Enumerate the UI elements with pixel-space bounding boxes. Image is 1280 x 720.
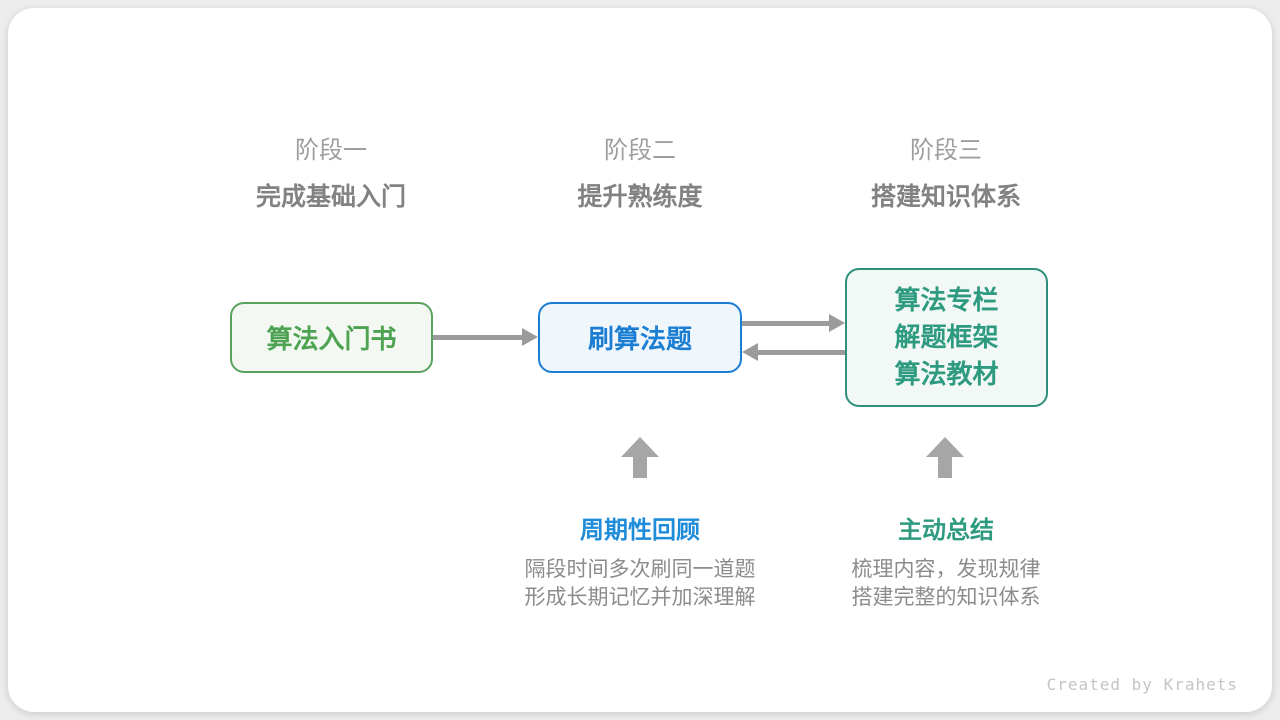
stage-3-subtitle: 搭建知识体系 bbox=[870, 183, 1022, 211]
desc-line: 搭建完整的知识体系 bbox=[851, 586, 1041, 609]
callout-periodic-review-title: 周期性回顾 bbox=[580, 517, 700, 544]
desc-line: 梳理内容，发现规律 bbox=[851, 558, 1041, 581]
node-practice-problems: 刷算法题 bbox=[538, 302, 742, 373]
resource-line-2: 解题框架 bbox=[894, 322, 999, 352]
stage-1-subtitle: 完成基础入门 bbox=[255, 183, 407, 211]
resource-line-1: 算法专栏 bbox=[894, 285, 999, 315]
node-practice-problems-title: 刷算法题 bbox=[587, 324, 692, 354]
callout-periodic-review-desc: 隔段时间多次刷同一道题 形成长期记忆并加深理解 bbox=[525, 556, 756, 612]
node-intro-book-title: 算法入门书 bbox=[266, 324, 397, 354]
arrow-up-icon bbox=[926, 437, 964, 478]
resource-line-3: 算法教材 bbox=[894, 359, 999, 389]
stage-2-subtitle: 提升熟练度 bbox=[577, 183, 703, 211]
arrow-right-icon bbox=[433, 328, 538, 346]
node-knowledge-resources-title: 算法专栏 解题框架 算法教材 bbox=[894, 282, 998, 393]
stage-2-label: 阶段二 bbox=[604, 137, 676, 164]
arrow-right-icon bbox=[742, 314, 845, 332]
callout-active-summary-desc: 梳理内容，发现规律 搭建完整的知识体系 bbox=[852, 556, 1041, 612]
arrow-up-icon bbox=[621, 437, 659, 478]
node-knowledge-resources: 算法专栏 解题框架 算法教材 bbox=[845, 268, 1048, 407]
footer-credit: Created by Krahets bbox=[1046, 675, 1238, 694]
desc-line: 隔段时间多次刷同一道题 bbox=[524, 558, 756, 581]
desc-line: 形成长期记忆并加深理解 bbox=[524, 586, 756, 609]
callout-active-summary-title: 主动总结 bbox=[898, 517, 994, 544]
node-intro-book: 算法入门书 bbox=[230, 302, 433, 373]
arrow-left-icon bbox=[742, 343, 845, 361]
stage-3-label: 阶段三 bbox=[910, 137, 982, 164]
stage-1-label: 阶段一 bbox=[295, 137, 367, 164]
